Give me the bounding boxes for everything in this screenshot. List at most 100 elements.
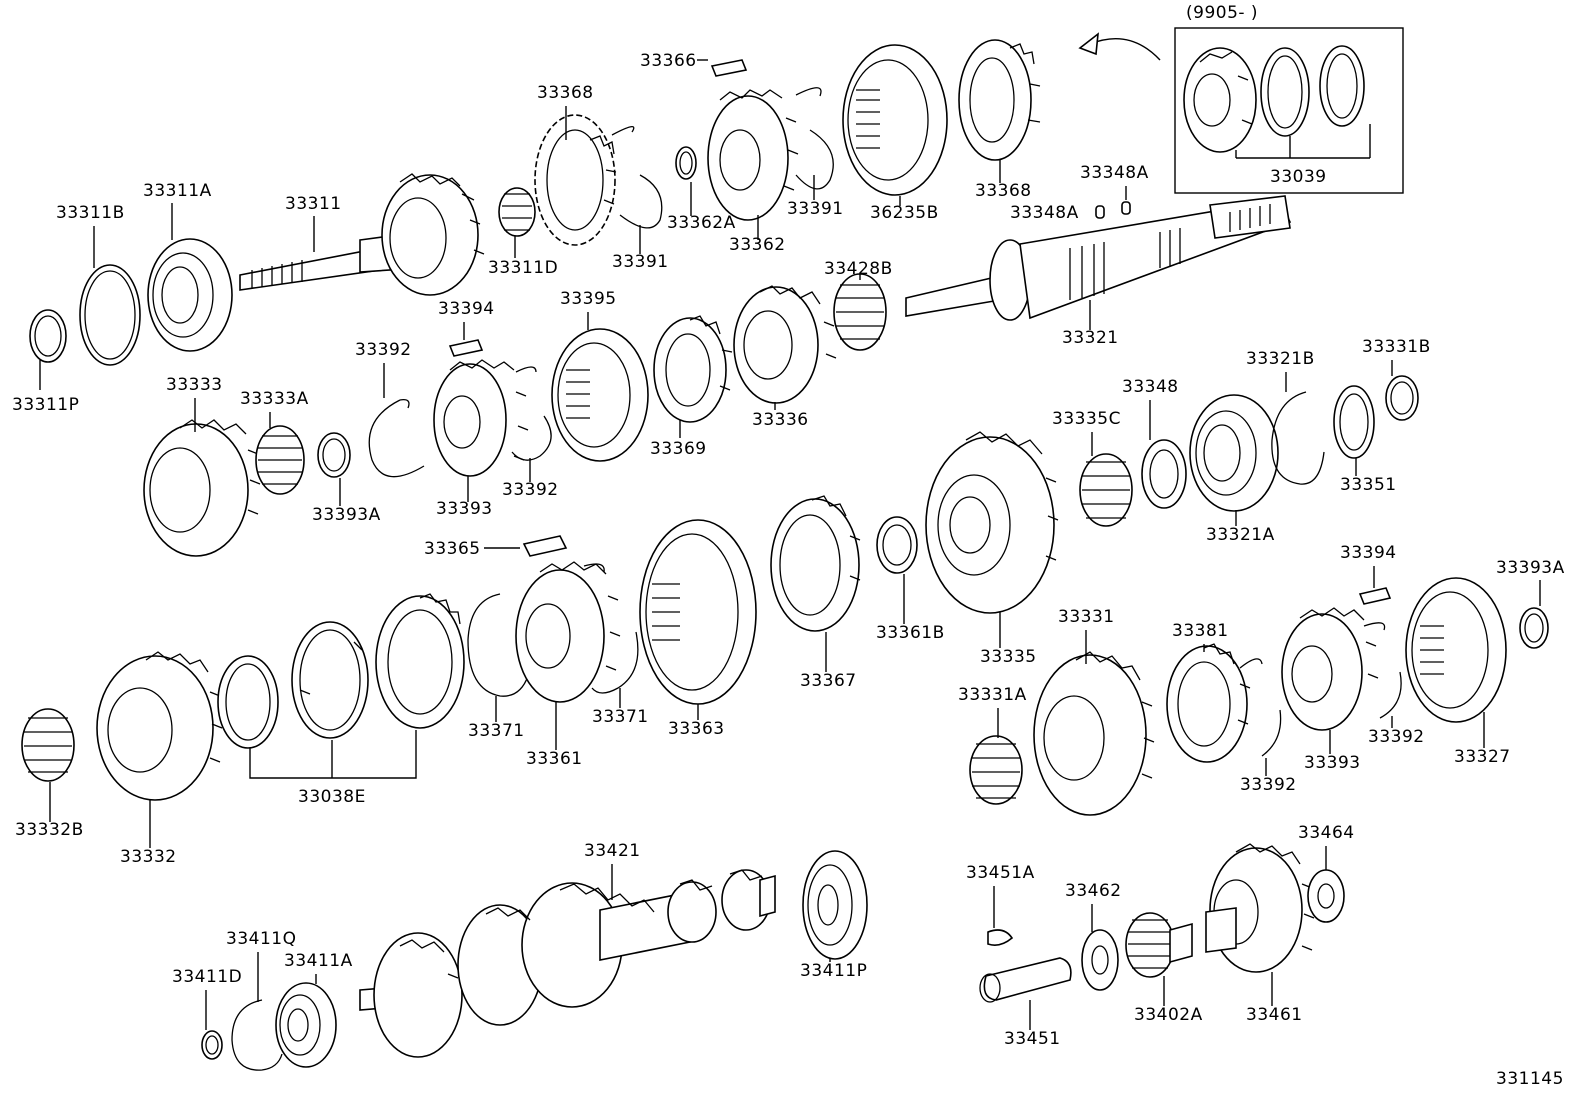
sleeve-33327 [1405, 577, 1507, 723]
hub-33362 [707, 89, 799, 221]
needle-bearing-33428B [833, 273, 887, 351]
label-33393A-left: 33393A [312, 505, 381, 525]
washer-33462 [1081, 929, 1119, 991]
snap-ring-33361B [876, 516, 918, 574]
label-33462: 33462 [1065, 881, 1122, 901]
label-33451A: 33451A [966, 863, 1035, 883]
label-33331A: 33331A [958, 685, 1027, 705]
label-33402A: 33402A [1134, 1005, 1203, 1025]
inset-box: (9905- ) 33039 [1174, 3, 1404, 194]
label-33311A: 33311A [143, 181, 212, 201]
key-spring-33392-lower-left [1239, 658, 1282, 757]
label-33464: 33464 [1298, 823, 1355, 843]
bearing-33411A [275, 982, 337, 1068]
snap-ring-33411D [201, 1030, 223, 1060]
label-33348A-side: 33348A [1010, 203, 1079, 223]
label-33333: 33333 [166, 375, 223, 395]
sleeve-36235B [842, 44, 948, 196]
key-spring-33392-left [368, 399, 425, 478]
label-33321: 33321 [1062, 328, 1119, 348]
label-33395: 33395 [560, 289, 617, 309]
snap-ring-33321B [1271, 391, 1325, 485]
snap-ring-33411Q [231, 999, 283, 1071]
synchro-ring-33368-left [534, 114, 617, 246]
key-spring-33391-right [795, 87, 834, 190]
key-spring-33392-mid [511, 366, 552, 461]
label-33332B: 33332B [15, 820, 84, 840]
ring-33038E-middle [291, 621, 369, 739]
counter-shaft-33421 [359, 869, 776, 1058]
shifting-key-33394-left [448, 339, 484, 357]
label-33451: 33451 [1004, 1029, 1061, 1049]
needle-bearing-33335C [1079, 453, 1133, 527]
label-33367: 33367 [800, 671, 857, 691]
hub-33393-right [1281, 607, 1379, 731]
key-spring-33371-right [583, 563, 639, 694]
label-33392-lower-right: 33392 [1368, 727, 1425, 747]
ring-33038E-outer [375, 593, 465, 729]
label-36235B: 36235B [870, 203, 939, 223]
gear-33331 [1033, 651, 1155, 816]
label-33392-mid: 33392 [502, 480, 559, 500]
label-33392-lower-left: 33392 [1240, 775, 1297, 795]
balls-33348A [1095, 201, 1131, 219]
synchro-ring-33369 [653, 315, 733, 423]
key-33451A [987, 929, 1014, 946]
label-33365: 33365 [424, 539, 481, 559]
sleeve-33395 [551, 328, 649, 462]
inset-outer-ring [1319, 45, 1365, 127]
needle-bearing-33402A [1125, 912, 1193, 978]
label-33362: 33362 [729, 235, 786, 255]
label-33332: 33332 [120, 847, 177, 867]
snap-ring-33393A-right [1519, 607, 1549, 649]
label-33335C: 33335C [1052, 409, 1121, 429]
label-33311: 33311 [285, 194, 342, 214]
inset-date-code: (9905- ) [1186, 3, 1258, 23]
label-33038E: 33038E [298, 787, 366, 807]
label-33393-left: 33393 [436, 499, 493, 519]
label-33039: 33039 [1270, 167, 1327, 187]
output-shaft-33321 [905, 195, 1292, 321]
label-33391-left: 33391 [612, 252, 669, 272]
snap-ring-33362A [675, 146, 697, 180]
key-spring-33371-left [467, 593, 529, 697]
label-33368-left: 33368 [537, 83, 594, 103]
label-33331B: 33331B [1362, 337, 1431, 357]
label-33327: 33327 [1454, 747, 1511, 767]
synchro-ring-33367 [770, 495, 861, 632]
figure-code: 331145 [1496, 1069, 1564, 1089]
snap-ring-33393A-left [317, 432, 351, 478]
gear-33333 [143, 419, 261, 557]
label-33311P: 33311P [12, 395, 79, 415]
gear-33336 [733, 285, 837, 404]
label-33348A-top: 33348A [1080, 163, 1149, 183]
idler-shaft-33451 [979, 957, 1072, 1003]
bearing-33311A [147, 238, 233, 352]
label-33421: 33421 [584, 841, 641, 861]
label-33393-right: 33393 [1304, 753, 1361, 773]
washer-33464 [1307, 869, 1345, 923]
label-33394-left: 33394 [438, 299, 495, 319]
needle-bearing-33332B [21, 708, 75, 782]
label-33311B: 33311B [56, 203, 125, 223]
label-33335: 33335 [980, 647, 1037, 667]
key-spring-33392-lower-right [1363, 622, 1402, 719]
label-33381: 33381 [1172, 621, 1229, 641]
label-33336: 33336 [752, 410, 809, 430]
label-33369: 33369 [650, 439, 707, 459]
label-33363: 33363 [668, 719, 725, 739]
snap-ring-33311B [79, 264, 141, 366]
needle-bearing-33331A [969, 735, 1023, 805]
inset-synchro-ring [1183, 47, 1257, 153]
shifting-key-33394-right [1358, 587, 1392, 605]
label-33411Q: 33411Q [226, 929, 296, 949]
shifting-key-33365 [522, 535, 568, 557]
snap-ring-33331B [1385, 375, 1419, 421]
label-33393A-right: 33393A [1496, 558, 1565, 578]
synchro-ring-33381 [1166, 643, 1251, 763]
label-33411P: 33411P [800, 961, 867, 981]
label-33311D: 33311D [488, 258, 558, 278]
label-33368-right: 33368 [975, 181, 1032, 201]
label-33391-right: 33391 [787, 199, 844, 219]
